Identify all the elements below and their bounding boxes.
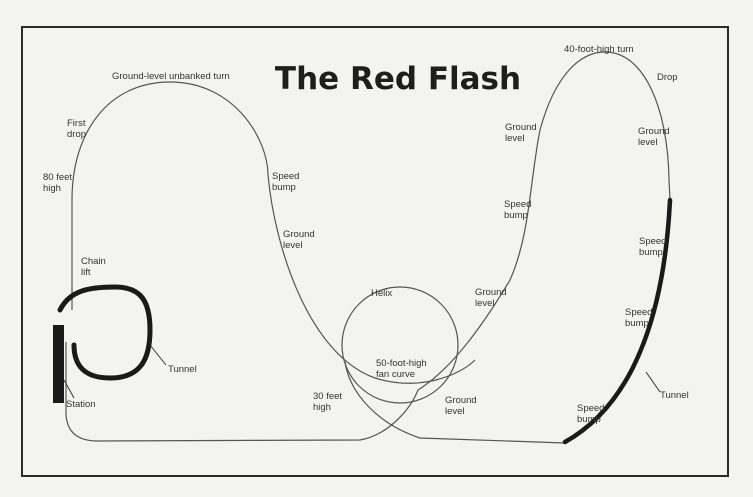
tunnel-right-pointer xyxy=(645,371,661,393)
label-speed-bump-5-line1: Speed xyxy=(577,403,604,414)
tunnel-right xyxy=(562,197,673,445)
label-first-drop-line2: drop xyxy=(67,129,86,140)
label-ground-level-4-line1: Ground xyxy=(505,122,537,133)
label-80-feet-line1: 80 feet xyxy=(43,172,72,183)
label-speed-bump-4-line1: Speed xyxy=(625,307,652,318)
label-drop: Drop xyxy=(657,72,678,83)
label-ground-level-unbanked-turn: Ground-level unbanked turn xyxy=(112,71,230,82)
label-speed-bump-5-line2: bump xyxy=(577,414,601,425)
label-helix: Helix xyxy=(371,288,392,299)
label-ground-level-2-line2: level xyxy=(445,406,465,417)
station-pointer xyxy=(63,379,75,399)
label-ground-level-5-line2: level xyxy=(638,137,658,148)
label-ground-level-1-line2: level xyxy=(283,240,303,251)
label-speed-bump-2-line2: bump xyxy=(504,210,528,221)
label-station: Station xyxy=(66,399,96,410)
label-80-feet-line2: high xyxy=(43,183,61,194)
diagram-title: The Red Flash xyxy=(275,61,521,97)
label-fan-curve-line1: 50-foot-high xyxy=(376,358,427,369)
label-speed-bump-1-line1: Speed xyxy=(272,171,299,182)
frame-border xyxy=(21,26,729,477)
tunnel-left xyxy=(57,284,153,381)
label-tunnel-left: Tunnel xyxy=(168,364,197,375)
label-speed-bump-3-line1: Speed xyxy=(639,236,666,247)
label-40-foot-high-turn: 40-foot-high turn xyxy=(564,44,634,55)
label-tunnel-right: Tunnel xyxy=(660,390,689,401)
label-ground-level-5-line1: Ground xyxy=(638,126,670,137)
label-ground-level-3-line1: Ground xyxy=(475,287,507,298)
label-first-drop-line1: First xyxy=(67,118,86,129)
label-30-feet-line1: 30 feet xyxy=(313,391,342,402)
label-fan-curve-line2: fan curve xyxy=(376,369,415,380)
label-chain-lift-line2: lift xyxy=(81,267,91,278)
track-helix-exit xyxy=(344,361,566,444)
helix-loop xyxy=(341,286,459,404)
label-speed-bump-2-line1: Speed xyxy=(504,199,531,210)
label-ground-level-4-line2: level xyxy=(505,133,525,144)
label-chain-lift-line1: Chain xyxy=(81,256,106,267)
label-ground-level-3-line2: level xyxy=(475,298,495,309)
station-block xyxy=(53,325,64,403)
label-speed-bump-3-line2: bump xyxy=(639,247,663,258)
label-30-feet-line2: high xyxy=(313,402,331,413)
label-speed-bump-4-line2: bump xyxy=(625,318,649,329)
label-ground-level-2-line1: Ground xyxy=(445,395,477,406)
track-first-drop xyxy=(71,81,476,384)
track-main xyxy=(65,51,671,442)
label-ground-level-1-line1: Ground xyxy=(283,229,315,240)
tunnel-left-pointer xyxy=(149,344,167,366)
label-speed-bump-1-line2: bump xyxy=(272,182,296,193)
